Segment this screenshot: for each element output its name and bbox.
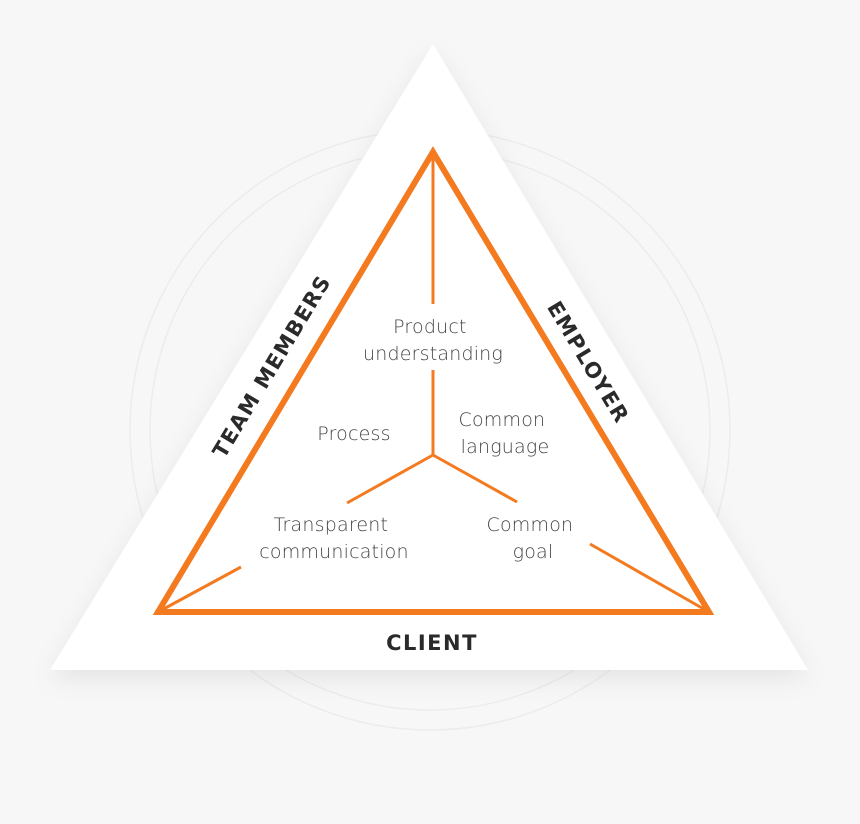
label-common-language-line2: language [461, 436, 550, 458]
divider-bottom-right [589, 542, 710, 614]
label-product-understanding: Product understanding [363, 316, 503, 365]
label-common-language: Common language [458, 409, 551, 458]
label-process: Process [317, 423, 390, 445]
orange-triangle [152, 146, 715, 615]
outer-white-triangle [50, 44, 808, 670]
label-transparent-communication: Transparent communication [259, 514, 409, 563]
label-common-goal-line2: goal [513, 541, 554, 563]
label-product-line1: Product [393, 316, 467, 338]
divider-bottom-left [157, 565, 242, 614]
label-transparent-line2: communication [259, 541, 409, 563]
divider-center-left [346, 453, 434, 505]
divider-center-right [432, 453, 518, 504]
label-product-line2: understanding [363, 343, 503, 365]
orange-frame [152, 146, 715, 615]
label-common-language-line1: Common [458, 409, 545, 431]
label-common-goal-line1: Common [486, 514, 573, 536]
side-label-client: CLIENT [386, 631, 478, 655]
label-transparent-line1: Transparent [274, 514, 389, 536]
label-common-goal: Common goal [486, 514, 579, 563]
